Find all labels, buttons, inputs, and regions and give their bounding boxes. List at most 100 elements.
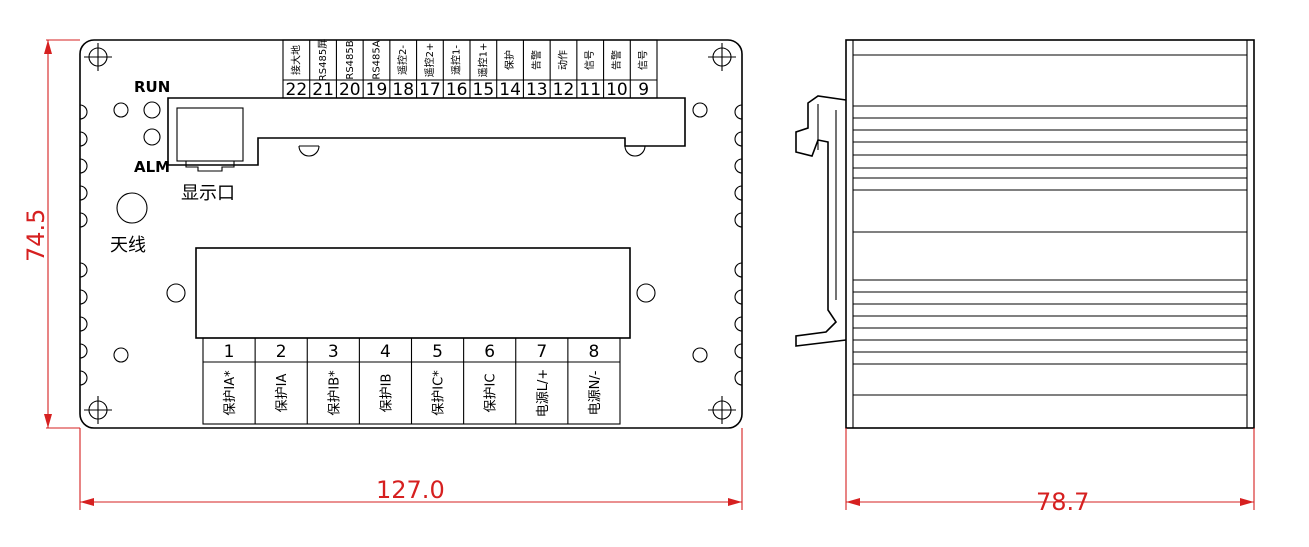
bottom-terminal-number: 4 bbox=[380, 342, 391, 362]
screw-circle bbox=[692, 102, 708, 118]
top-terminal-label: 遥控1+ bbox=[476, 43, 489, 78]
height-dimension: 74.5 bbox=[22, 39, 80, 429]
top-terminal-label: RS485A bbox=[372, 40, 383, 79]
bottom-terminal-number: 6 bbox=[484, 342, 495, 362]
antenna-connector-icon bbox=[116, 192, 148, 224]
connector-latch bbox=[298, 145, 320, 157]
top-terminal-label: 信号 bbox=[584, 50, 596, 70]
top-terminal-label: 遥控2- bbox=[396, 45, 409, 75]
side-bump bbox=[734, 158, 743, 174]
side-view bbox=[795, 39, 1255, 429]
side-bump bbox=[79, 343, 88, 359]
side-bump bbox=[79, 104, 88, 120]
side-bump bbox=[79, 289, 88, 305]
mounting-hole-bottom-left bbox=[84, 396, 112, 424]
depth-dimension-label: 78.7 bbox=[1036, 488, 1089, 516]
display-port-label: 显示口 bbox=[181, 183, 235, 204]
top-terminal-number: 14 bbox=[499, 80, 521, 100]
top-terminal-number: 9 bbox=[638, 80, 649, 100]
top-terminal-number: 21 bbox=[312, 80, 334, 100]
top-terminal-number: 13 bbox=[526, 80, 548, 100]
bottom-terminal-number: 5 bbox=[432, 342, 443, 362]
top-terminal-number: 11 bbox=[579, 80, 601, 100]
side-bump bbox=[79, 185, 88, 201]
top-terminal-label: RS485B bbox=[345, 40, 356, 79]
mounting-hole-top-left bbox=[84, 43, 112, 71]
top-terminal-label: 信号 bbox=[638, 50, 650, 70]
top-terminal-label: 遥控1- bbox=[450, 45, 463, 75]
height-dimension-label: 74.5 bbox=[22, 209, 50, 262]
display-port-icon bbox=[176, 107, 244, 172]
top-connector-block bbox=[167, 97, 686, 166]
top-terminal-number: 17 bbox=[419, 80, 441, 100]
top-terminal-number: 10 bbox=[606, 80, 628, 100]
clip-detail bbox=[817, 104, 837, 300]
top-terminal-label: 接大地 bbox=[289, 45, 302, 75]
width-dimension: 127.0 bbox=[79, 428, 743, 510]
alm-label: ALM bbox=[134, 158, 170, 176]
bottom-terminal-label: 保护IA bbox=[275, 374, 290, 413]
width-dimension-label: 127.0 bbox=[376, 476, 445, 504]
side-bump bbox=[79, 370, 88, 386]
side-bump bbox=[734, 343, 743, 359]
side-body-outline bbox=[845, 39, 1255, 429]
top-terminal-label: 动作 bbox=[558, 50, 570, 70]
bottom-connector-block bbox=[195, 247, 631, 339]
bottom-terminal-label: 保护IB* bbox=[327, 370, 342, 416]
side-bump bbox=[734, 262, 743, 278]
bottom-terminal-number: 8 bbox=[589, 342, 600, 362]
top-terminal-number: 16 bbox=[446, 80, 468, 100]
top-terminal-number: 20 bbox=[339, 80, 361, 100]
alm-led-icon bbox=[143, 128, 161, 146]
bottom-terminal-label: 保护IC* bbox=[432, 370, 447, 416]
top-terminal-label: 保护 bbox=[503, 50, 516, 70]
top-terminal-number: 18 bbox=[392, 80, 414, 100]
side-bump bbox=[79, 316, 88, 332]
run-label: RUN bbox=[134, 78, 170, 96]
screw-circle bbox=[113, 102, 129, 118]
depth-dimension: 78.7 bbox=[845, 428, 1255, 516]
screw-circle bbox=[166, 283, 186, 303]
side-bump bbox=[79, 262, 88, 278]
side-bump bbox=[79, 131, 88, 147]
din-rail-clip bbox=[795, 95, 847, 347]
front-view: RUN ALM 天线 显示口 22接大地21RS485屏20RS485B19RS… bbox=[79, 39, 743, 429]
top-terminal-label: RS485屏 bbox=[317, 39, 329, 81]
side-bump bbox=[79, 212, 88, 228]
bottom-terminal-label: 电源L/+ bbox=[536, 369, 551, 418]
side-bump bbox=[734, 370, 743, 386]
mounting-hole-bottom-right bbox=[708, 396, 736, 424]
bottom-terminal-label: 电源N/- bbox=[588, 370, 603, 415]
heat-sink-fins bbox=[853, 54, 1247, 396]
bottom-terminal-label: 保护IA* bbox=[223, 370, 238, 416]
side-bump bbox=[79, 158, 88, 174]
side-bump bbox=[734, 131, 743, 147]
connector-latch bbox=[624, 145, 646, 157]
bottom-terminal-number: 1 bbox=[224, 342, 235, 362]
bottom-terminal-label: 保护IB bbox=[379, 374, 394, 413]
side-bumps bbox=[79, 104, 743, 386]
side-bump bbox=[734, 185, 743, 201]
side-bump bbox=[734, 289, 743, 305]
mounting-hole-top-right bbox=[708, 43, 736, 71]
top-terminal-label: 遥控2+ bbox=[423, 43, 436, 78]
side-bump bbox=[734, 316, 743, 332]
run-led-icon bbox=[143, 101, 161, 119]
bottom-terminal-number: 7 bbox=[536, 342, 547, 362]
bottom-terminal-number: 3 bbox=[328, 342, 339, 362]
side-bump bbox=[734, 212, 743, 228]
bottom-terminal-label: 保护IC bbox=[484, 374, 499, 413]
screw-circle bbox=[113, 347, 129, 363]
top-terminal-number: 19 bbox=[366, 80, 388, 100]
top-terminal-number: 12 bbox=[553, 80, 575, 100]
screw-circle bbox=[692, 347, 708, 363]
top-terminal-number: 22 bbox=[286, 80, 308, 100]
screw-circle bbox=[636, 283, 656, 303]
bottom-terminal-strip: 1 保护IA* 2 保护IA 3 保护IB* 4 保护IB 5 保护IC* 6 保护IC 7 电源L/+ 8… bbox=[202, 337, 621, 425]
top-terminal-label: 告警 bbox=[610, 50, 623, 70]
top-terminal-number: 15 bbox=[473, 80, 495, 100]
top-terminal-label: 告警 bbox=[530, 50, 543, 70]
bottom-terminal-number: 2 bbox=[276, 342, 287, 362]
